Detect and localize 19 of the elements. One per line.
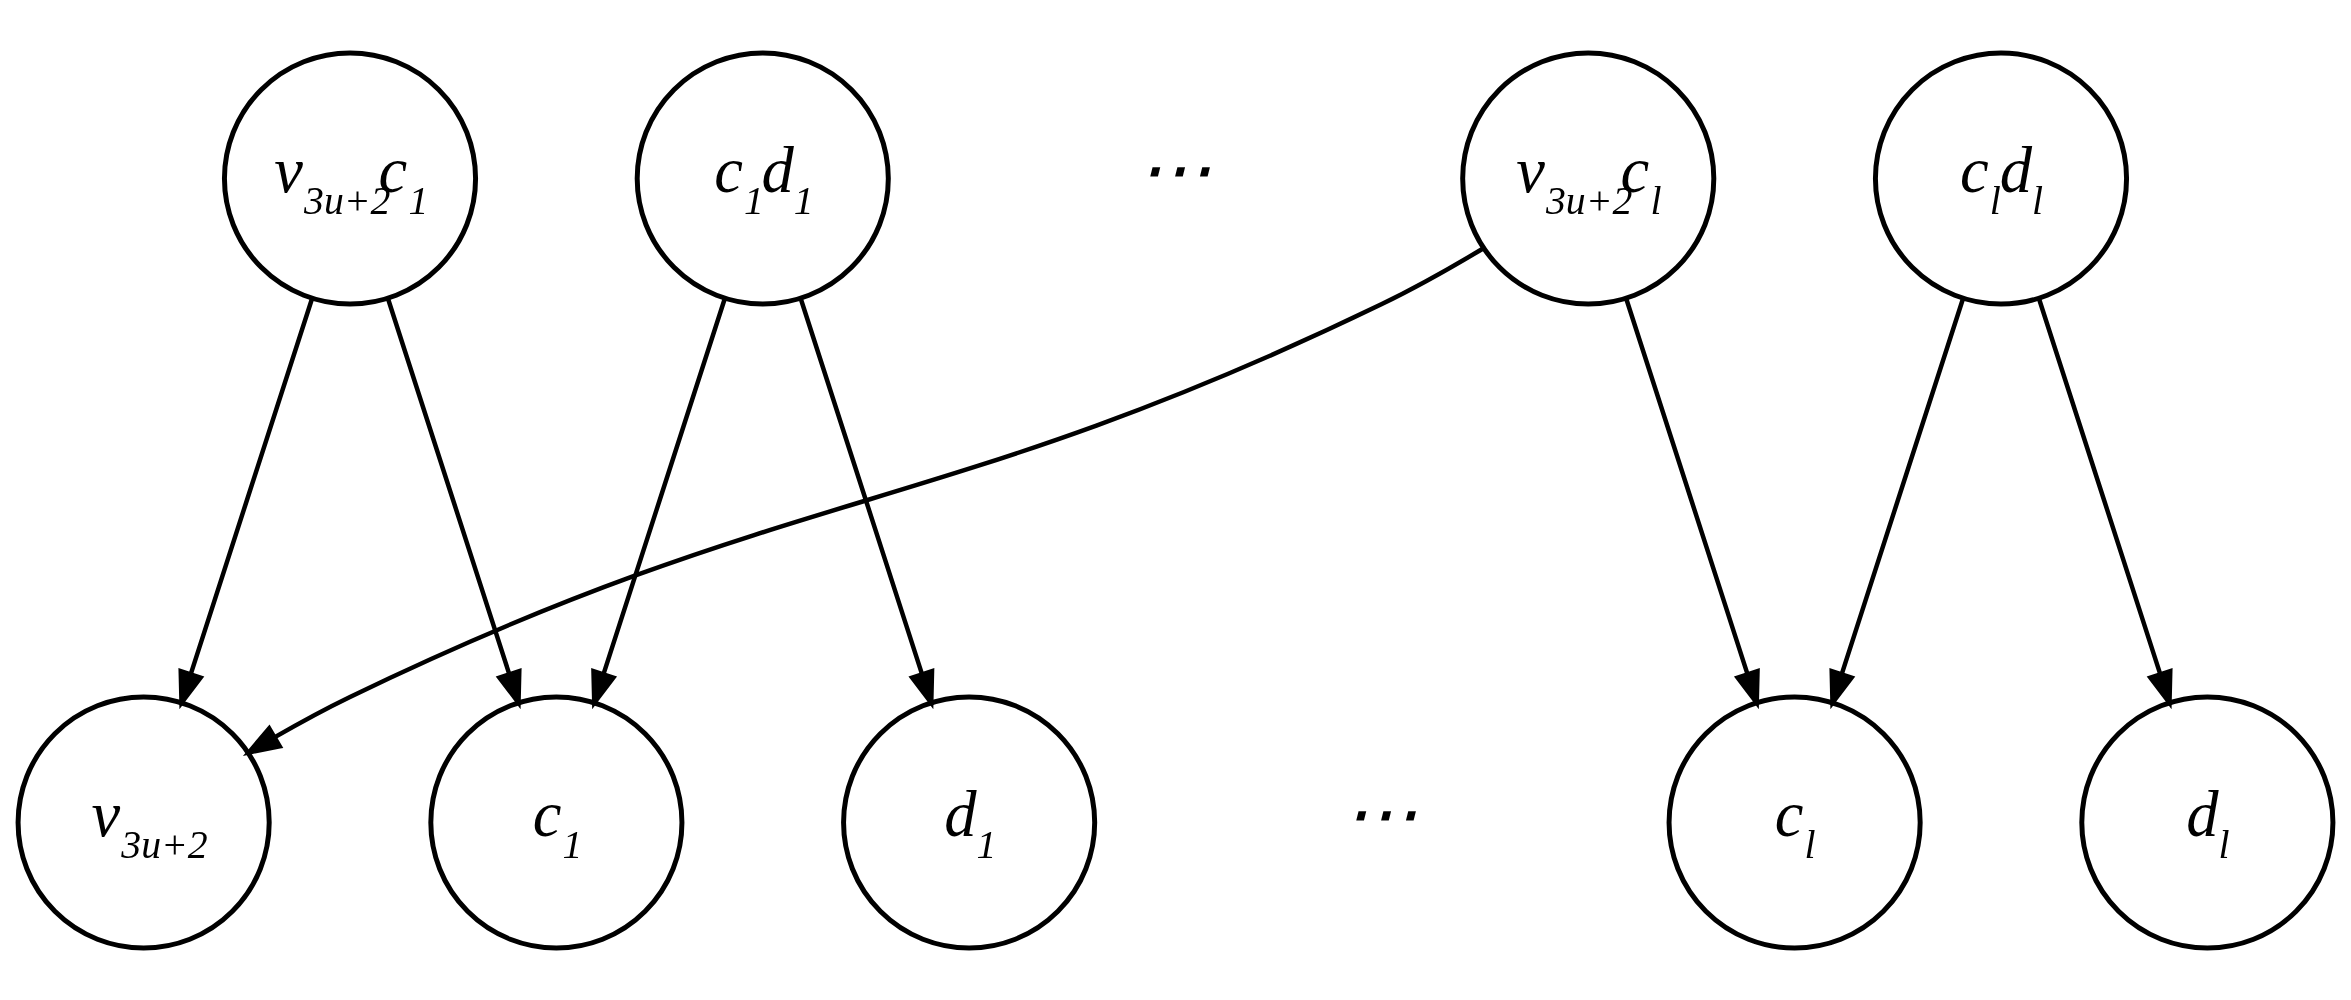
node-circle: d$_{1}$ <box>841 693 1098 951</box>
label: ⋯ <box>1136 128 1212 211</box>
arrow <box>2036 297 2173 709</box>
node-circle: c$_{l}$d$_{l}$ <box>1872 49 2130 307</box>
arrow <box>1829 297 1966 709</box>
arrow <box>591 297 727 709</box>
arrow <box>178 297 315 709</box>
node-circle: c$_{1}$d$_{1}$ <box>634 49 891 307</box>
node-circle: v$_{3u+2}$c$_{l}$ <box>1460 49 1717 307</box>
node-circle: c$_{1}$ <box>428 693 685 951</box>
arrow <box>1624 297 1760 709</box>
node-circle: v$_{3u+2}$ <box>15 693 272 951</box>
arrow <box>385 297 522 709</box>
arrow <box>798 297 935 709</box>
node-circle: d$_{l}$ <box>2079 693 2336 951</box>
arrow <box>242 246 1485 756</box>
node-circle: c$_{l}$ <box>1666 693 1923 951</box>
label: ⋯ <box>1343 772 1419 855</box>
node-circle: v$_{3u+2}$c$_{1}$ <box>221 49 479 307</box>
